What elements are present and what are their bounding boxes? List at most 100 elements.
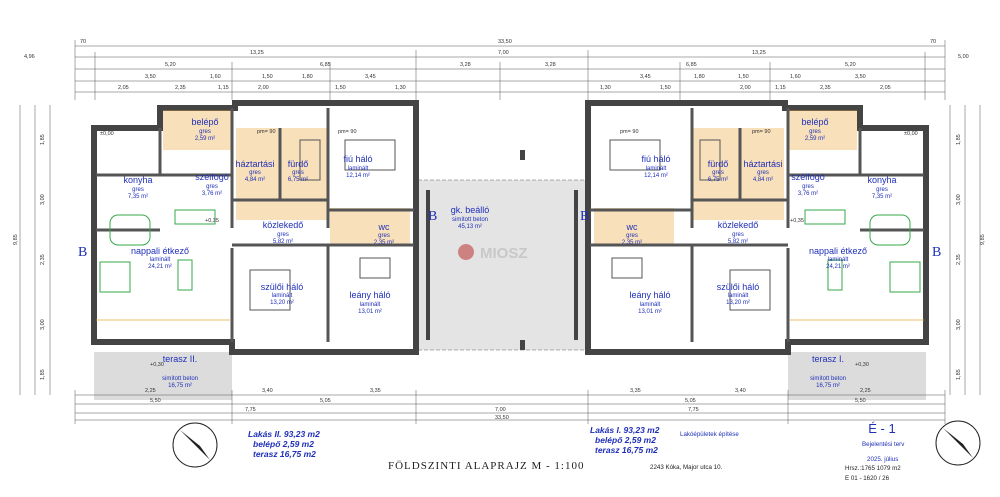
room-name: nappali étkező (809, 246, 867, 256)
dim-top-edge-right: 70 (930, 39, 936, 45)
dim-side-height-left: 9,85 (13, 234, 19, 245)
level-label: ±0,00 (100, 131, 114, 137)
room-name: szélfogó (791, 172, 825, 182)
room-floor: laminált (640, 302, 661, 308)
room-floor: simított beton (162, 376, 198, 382)
dim-row4: 1,30 (600, 85, 611, 91)
dim-row4: 1,30 (395, 85, 406, 91)
room-name: leány háló (349, 290, 390, 300)
drawing-code: E 01 - 1620 / 26 (845, 475, 890, 482)
room-floor: simított beton (452, 217, 488, 223)
level-label: +0,30 (150, 362, 164, 368)
legend-right-line3: terasz 16,75 m2 (595, 445, 658, 455)
dim-row3: 3,50 (855, 74, 866, 80)
dim-row4: 1,50 (660, 85, 671, 91)
room-area: 5,82 m² (728, 239, 748, 245)
carport (418, 150, 586, 351)
dim-row4: 2,05 (118, 85, 129, 91)
dim-row4: 2,35 (175, 85, 186, 91)
dim-bottom: 5,50 (855, 398, 866, 404)
sheet-date: 2025. július (867, 456, 898, 463)
dim-row4: 2,35 (820, 85, 831, 91)
room-area: 5,82 m² (273, 239, 293, 245)
dim-row3: 3,50 (145, 74, 156, 80)
dim-row4: 2,00 (740, 85, 751, 91)
room-name: terasz II. (163, 354, 198, 364)
dim-row4: 1,15 (218, 85, 229, 91)
dim-bottom: 7,75 (245, 407, 256, 413)
level-label: +0,30 (855, 362, 869, 368)
dim-row4: 2,00 (258, 85, 269, 91)
section-marker: B (428, 209, 437, 224)
legend-right-line1: Lakás I. 93,23 m2 (590, 425, 660, 435)
room-area: 4,84 m² (753, 177, 773, 183)
room-area: 13,20 m² (270, 300, 294, 306)
dim-side: 1,85 (40, 134, 46, 145)
dim-top-total: 33,50 (498, 39, 512, 45)
dim-side: 3,00 (40, 319, 46, 330)
room-floor: laminált (348, 166, 369, 172)
dim-side: 1,85 (956, 369, 962, 380)
room-floor: gres (277, 232, 289, 238)
room-floor: laminált (272, 293, 293, 299)
dim-top-left: 13,25 (250, 50, 264, 56)
dim-bottom: 3,35 (370, 388, 381, 394)
dim-row3: 1,60 (210, 74, 221, 80)
room-name: gk. beálló (451, 205, 490, 215)
dim-row3: 1,80 (302, 74, 313, 80)
room-name: közlekedő (718, 220, 759, 230)
dim-right-margin: 5,00 (958, 54, 969, 60)
room-name: fürdő (708, 159, 729, 169)
dim-side: 2,35 (40, 254, 46, 265)
room-area: 6,75 m² (708, 177, 728, 183)
room-area: 13,01 m² (638, 309, 662, 315)
room-floor: gres (876, 187, 888, 193)
dim-side: 1,85 (956, 134, 962, 145)
room-name: fiú háló (641, 154, 670, 164)
dim-bottom: 5,05 (320, 398, 331, 404)
dim-top-edge-left: 70 (80, 39, 86, 45)
lot-info: Hrsz.:1765 1079 m2 (845, 465, 901, 472)
sheet-id: É - 1 (868, 421, 895, 436)
room-floor: gres (732, 232, 744, 238)
dim-row2: 6,85 (320, 62, 331, 68)
dim-top-mid: 7,00 (498, 50, 509, 56)
logo-mark (458, 244, 474, 260)
north-arrow-left (172, 422, 218, 468)
dim-row2: 3,28 (460, 62, 471, 68)
room-floor: laminált (360, 302, 381, 308)
dim-top-right: 13,25 (752, 50, 766, 56)
dim-bottom: 7,00 (495, 407, 506, 413)
apartment-right (585, 100, 929, 400)
room-area: 24,21 m² (148, 264, 172, 270)
dim-side: 3,00 (40, 194, 46, 205)
room-floor: gres (712, 170, 724, 176)
room-name: szülői háló (717, 282, 760, 292)
legend-right-line2: belépő 2,59 m2 (595, 435, 656, 445)
dim-row3: 3,45 (640, 74, 651, 80)
level-label: +0,35 (205, 218, 219, 224)
top-dimension-chain (74, 40, 946, 100)
room-area: 24,21 m² (826, 264, 850, 270)
sheet-type: Bejelentési terv (862, 441, 905, 448)
dim-row2: 3,28 (545, 62, 556, 68)
room-area: 3,76 m² (798, 191, 818, 197)
room-area: 2,35 m² (374, 240, 394, 246)
dim-bottom: 2,25 (860, 388, 871, 394)
room-name: szülői háló (261, 282, 304, 292)
room-area: 6,75 m² (288, 177, 308, 183)
dim-bottom: 3,40 (735, 388, 746, 394)
room-floor: gres (249, 170, 261, 176)
room-area: 4,84 m² (245, 177, 265, 183)
room-area: 2,59 m² (195, 136, 215, 142)
dim-row4: 1,50 (335, 85, 346, 91)
room-floor: gres (809, 129, 821, 135)
section-marker: B (78, 245, 87, 260)
room-area: 13,01 m² (358, 309, 382, 315)
room-area: 3,76 m² (202, 191, 222, 197)
dim-row2: 6,85 (686, 62, 697, 68)
bottom-dimension-chain (74, 390, 946, 424)
room-floor: laminált (150, 257, 171, 263)
room-name: szélfogó (195, 172, 229, 182)
dim-row4: 2,05 (880, 85, 891, 91)
